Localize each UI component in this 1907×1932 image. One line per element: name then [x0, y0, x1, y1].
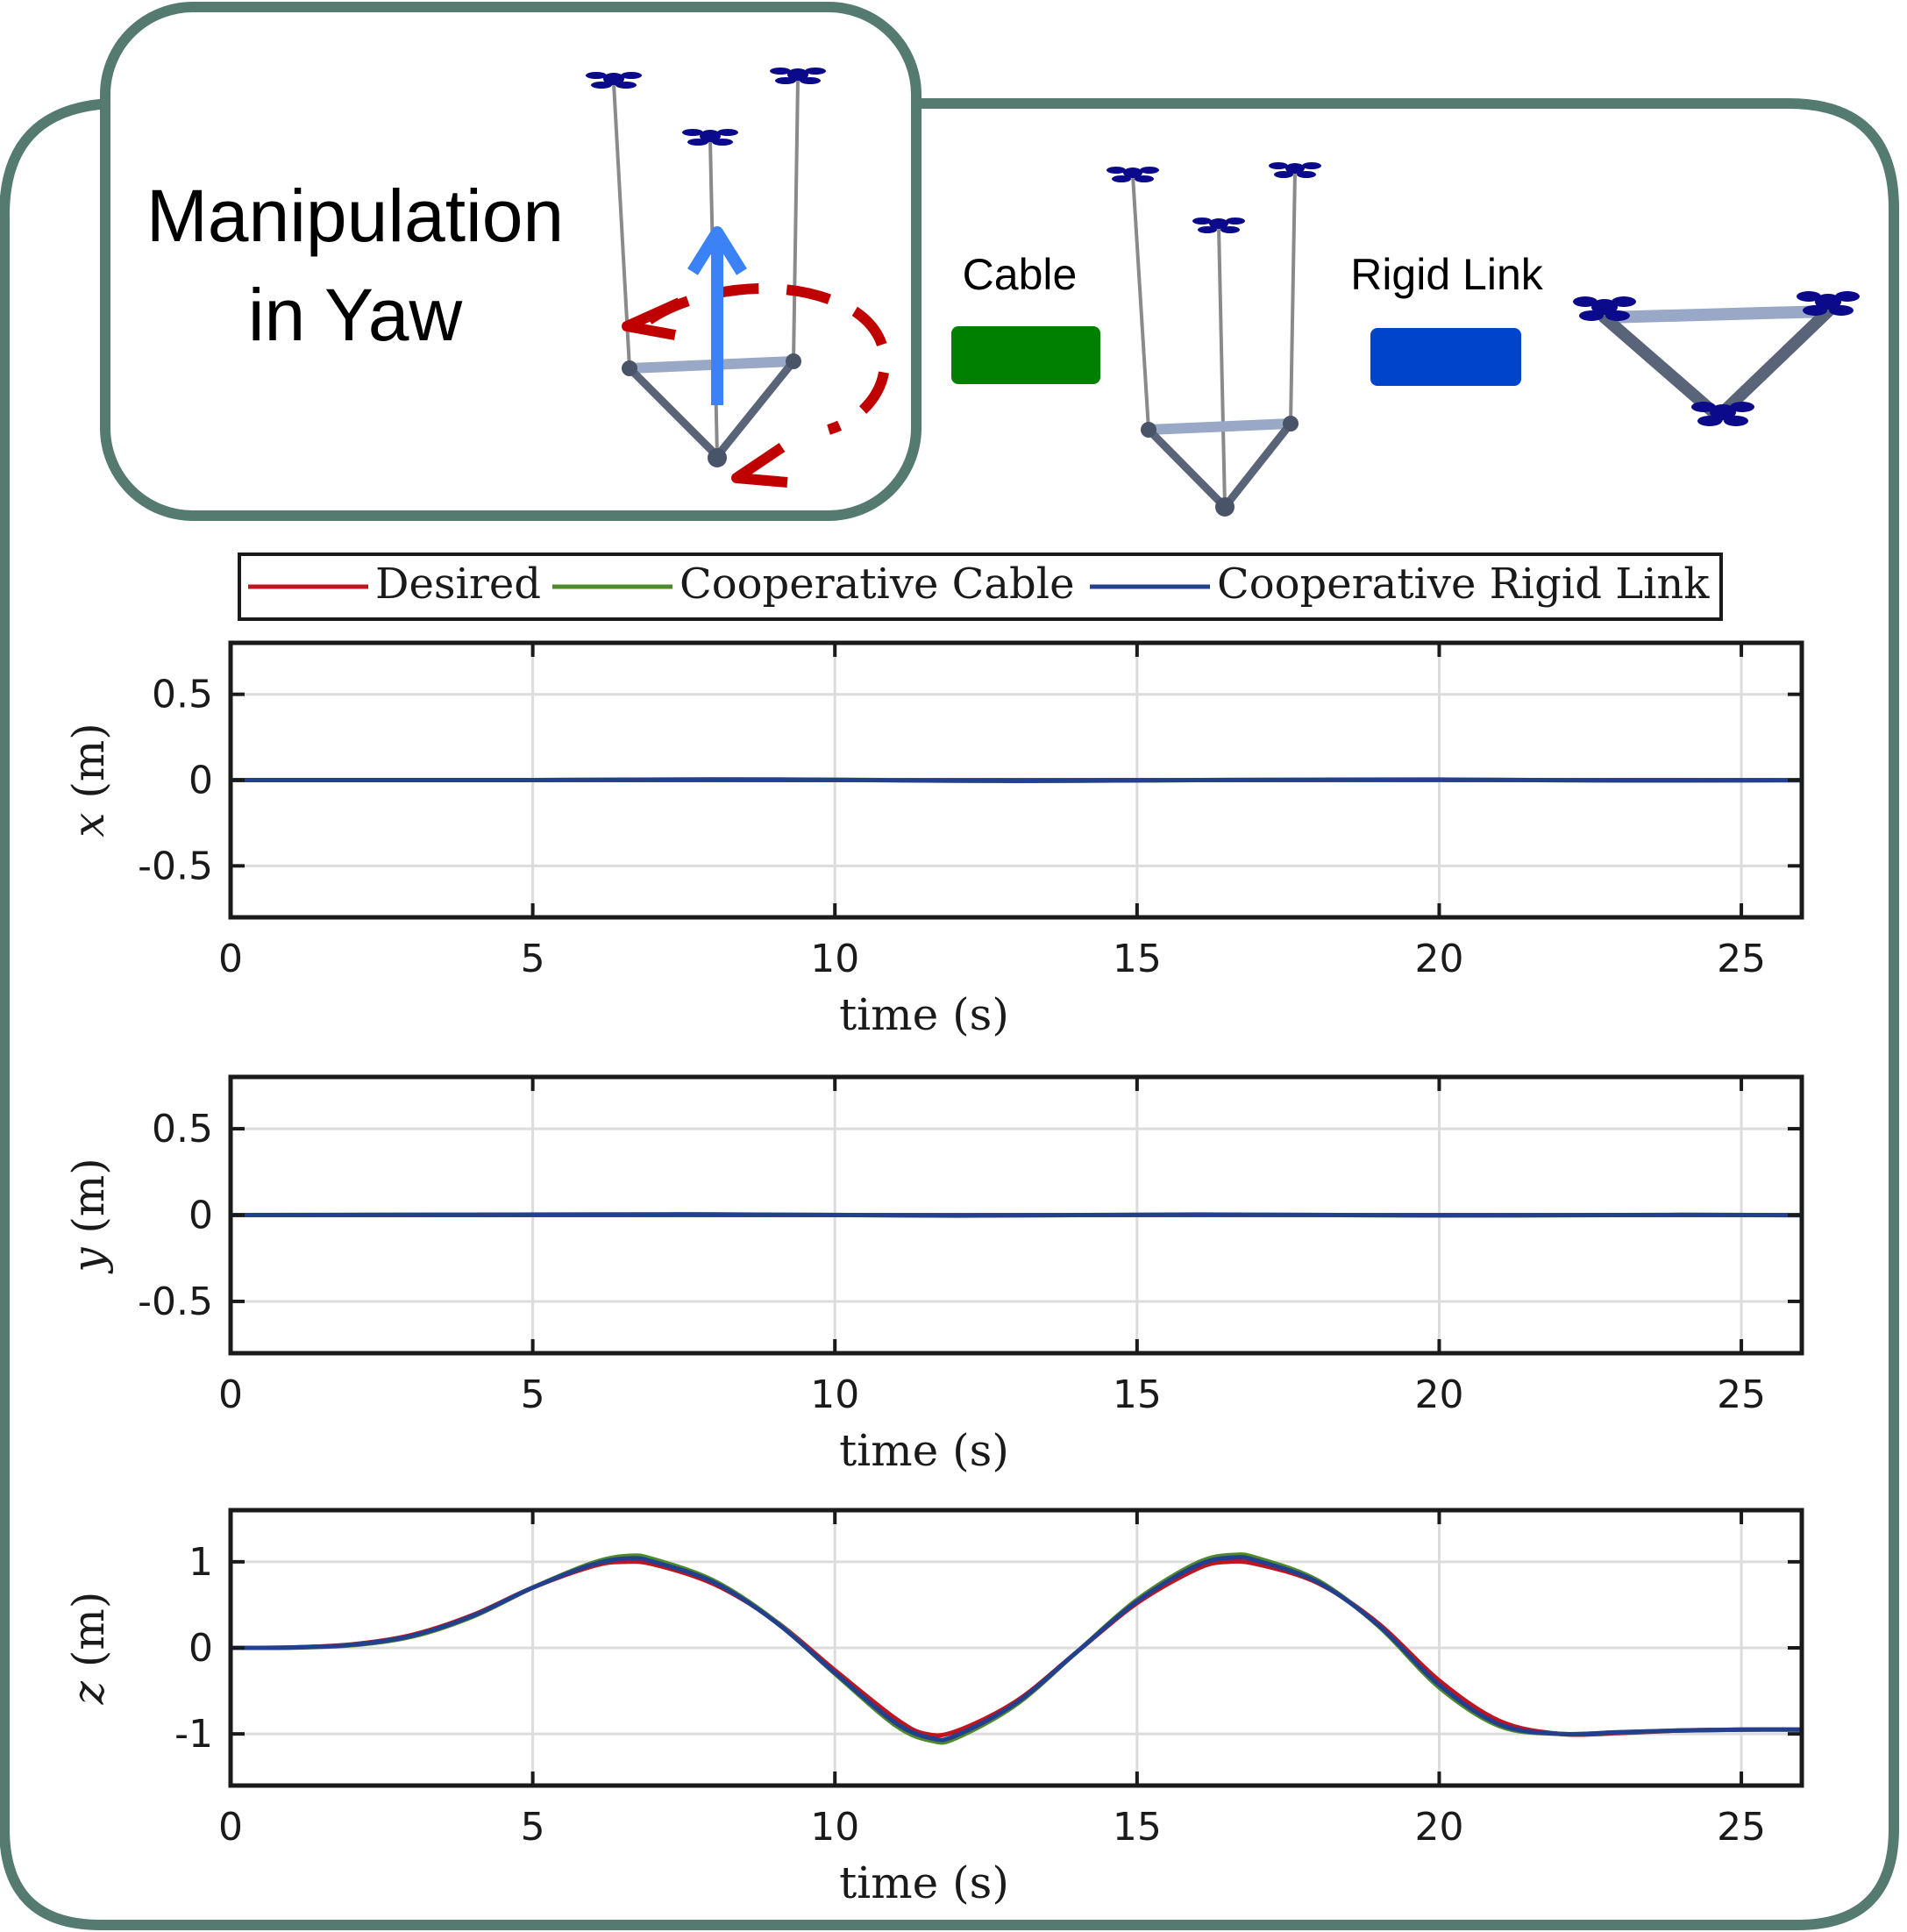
x-tick-label: 15	[1113, 937, 1162, 981]
x-tick-label: 20	[1414, 937, 1463, 981]
y-axis-unit: (m)	[63, 723, 114, 798]
y-tick-label: 0	[189, 759, 213, 803]
drone-icon	[1192, 217, 1245, 233]
y-axis-variable: z	[63, 1667, 114, 1705]
legend: Desired Cooperative Cable Cooperative Ri…	[238, 553, 1723, 621]
drone-icon	[586, 72, 642, 89]
x-tick-label: 10	[810, 1372, 859, 1417]
y-tick-label: -0.5	[138, 844, 213, 888]
x-tick-label: 10	[810, 937, 859, 981]
drone-icon	[1269, 162, 1321, 178]
y-axis-label: x (m)	[63, 723, 114, 838]
x-axis-label: time (s)	[839, 989, 1009, 1040]
x-axis-label: time (s)	[839, 1857, 1009, 1908]
drone-icon	[1691, 402, 1754, 426]
y-tick-label: 0	[189, 1194, 213, 1238]
drone-icon	[1573, 296, 1636, 321]
chart-y: 0 5 10 15 20 25 0.5 0 -0.5 time (s) y (m)	[63, 1074, 1804, 1476]
series-line-3	[230, 1212, 1803, 1218]
drone-icon	[1797, 291, 1860, 316]
cable-swatch	[951, 326, 1100, 384]
rigid-swatch	[1370, 328, 1521, 386]
series-line-3	[230, 777, 1803, 783]
series-line-3	[230, 1555, 1803, 1743]
y-axis-variable: y	[63, 1234, 114, 1274]
x-tick-label: 5	[521, 1372, 545, 1417]
x-tick-label: 25	[1717, 1372, 1766, 1417]
arrowhead-icon	[622, 297, 682, 340]
x-tick-label: 15	[1113, 1805, 1162, 1850]
x-tick-label: 25	[1717, 937, 1766, 981]
y-tick-label: -0.5	[138, 1280, 213, 1324]
x-tick-label: 0	[218, 1805, 243, 1850]
legend-label-desired: Desired	[375, 560, 541, 609]
x-tick-label: 5	[521, 937, 545, 981]
x-axis-label: time (s)	[839, 1425, 1009, 1476]
legend-box	[238, 553, 1723, 621]
drone-icon	[682, 129, 738, 146]
chart-x: 0 5 10 15 20 25 0.5 0 -0.5 time (s) x (m)	[63, 640, 1804, 1040]
x-tick-label: 0	[218, 1372, 243, 1417]
legend-label-cable: Cooperative Cable	[680, 560, 1074, 609]
y-axis-unit: (m)	[63, 1158, 114, 1233]
arrowhead-icon	[731, 443, 788, 488]
cable-label: Cable	[963, 250, 1078, 299]
yaw-illustration	[586, 68, 891, 488]
x-tick-label: 20	[1414, 1805, 1463, 1850]
y-tick-label: -1	[174, 1712, 213, 1757]
y-axis-label: y (m)	[63, 1158, 114, 1274]
drone-icon	[770, 68, 826, 84]
yaw-rotation-arrow-icon	[645, 282, 891, 435]
y-axis-unit: (m)	[63, 1592, 114, 1667]
x-tick-label: 0	[218, 937, 243, 981]
x-tick-label: 20	[1414, 1372, 1463, 1417]
x-tick-label: 25	[1717, 1805, 1766, 1850]
y-axis-label: z (m)	[63, 1592, 114, 1706]
legend-label-rigid: Cooperative Rigid Link	[1217, 560, 1710, 609]
drone-icon	[1106, 167, 1159, 182]
y-tick-label: 0	[189, 1626, 213, 1671]
title-line-2: in Yaw	[248, 274, 463, 356]
x-tick-label: 5	[521, 1805, 545, 1850]
cable-illustration	[1106, 162, 1321, 517]
rigid-label: Rigid Link	[1350, 250, 1544, 299]
y-axis-variable: x	[63, 799, 114, 838]
title-line-1: Manipulation	[146, 175, 564, 257]
x-tick-label: 10	[810, 1805, 859, 1850]
y-tick-label: 1	[189, 1540, 213, 1585]
x-tick-label: 15	[1113, 1372, 1162, 1417]
y-tick-label: 0.5	[152, 1107, 213, 1151]
arrowhead-icon	[687, 226, 747, 275]
y-tick-label: 0.5	[152, 673, 213, 717]
rigid-illustration	[1573, 291, 1860, 426]
